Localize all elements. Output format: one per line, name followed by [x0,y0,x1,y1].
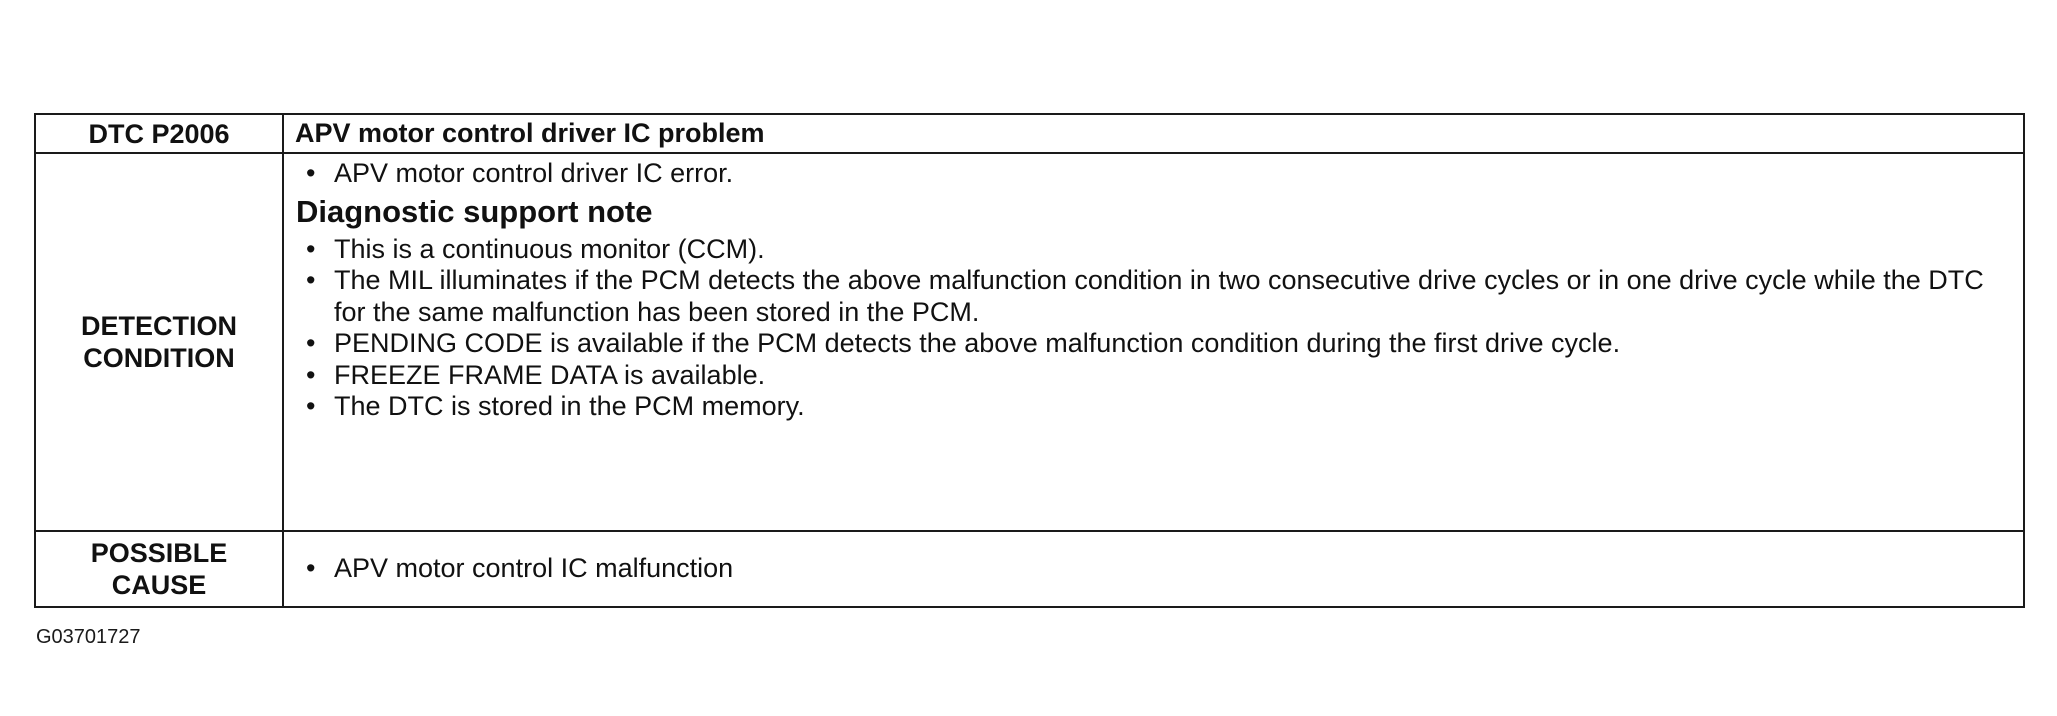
bullet-icon: • [306,328,316,358]
diagnostic-note-list: • This is a continuous monitor (CCM). • … [296,234,2011,423]
note-item: • This is a continuous monitor (CCM). [296,234,2011,266]
detection-label-line-1: DETECTION [80,311,237,341]
possible-cause-content: • APV motor control IC malfunction [282,530,2025,608]
bullet-icon: • [306,359,316,390]
possible-cause-row: POSSIBLE CAUSE • APV motor control IC ma… [34,530,2025,608]
note-text: FREEZE FRAME DATA is available. [334,359,766,390]
bullet-icon: • [306,158,316,188]
condition-text: APV motor control driver IC error. [334,158,734,188]
dtc-table: DTC P2006 APV motor control driver IC pr… [34,113,2025,608]
condition-item: • APV motor control driver IC error. [296,158,2011,190]
cause-text: APV motor control IC malfunction [334,553,734,584]
note-item: • The DTC is stored in the PCM memory. [296,391,2011,423]
cause-item: • APV motor control IC malfunction [296,553,2023,585]
note-text: This is a continuous monitor (CCM). [334,233,765,264]
dtc-code: DTC P2006 [34,113,284,154]
note-item: • FREEZE FRAME DATA is available. [296,360,2011,392]
note-text: The DTC is stored in the PCM memory. [334,391,805,421]
detection-label-line-2: CONDITION [83,343,235,373]
detection-condition-label: DETECTION CONDITION [34,152,284,532]
cause-list: • APV motor control IC malfunction [296,553,2023,585]
bullet-icon: • [306,233,316,264]
cause-label-line-2: CAUSE [111,570,207,600]
bullet-icon: • [306,553,316,584]
dtc-title: APV motor control driver IC problem [282,113,2025,154]
bullet-icon: • [306,265,316,295]
note-item: • The MIL illuminates if the PCM detects… [296,265,2011,328]
possible-cause-label: POSSIBLE CAUSE [34,530,284,608]
note-text: PENDING CODE is available if the PCM det… [334,328,1621,358]
note-text: The MIL illuminates if the PCM detects t… [334,265,1984,327]
bullet-icon: • [306,391,316,421]
diagnostic-note-heading: Diagnostic support note [296,193,653,229]
note-item: • PENDING CODE is available if the PCM d… [296,328,2011,360]
cause-label-line-1: POSSIBLE [90,538,228,568]
dtc-header-row: DTC P2006 APV motor control driver IC pr… [34,113,2025,154]
condition-list: • APV motor control driver IC error. [296,158,2011,190]
detection-condition-row: DETECTION CONDITION • APV motor control … [34,152,2025,532]
figure-id: G03701727 [36,626,141,648]
detection-condition-content: • APV motor control driver IC error. Dia… [282,152,2025,532]
